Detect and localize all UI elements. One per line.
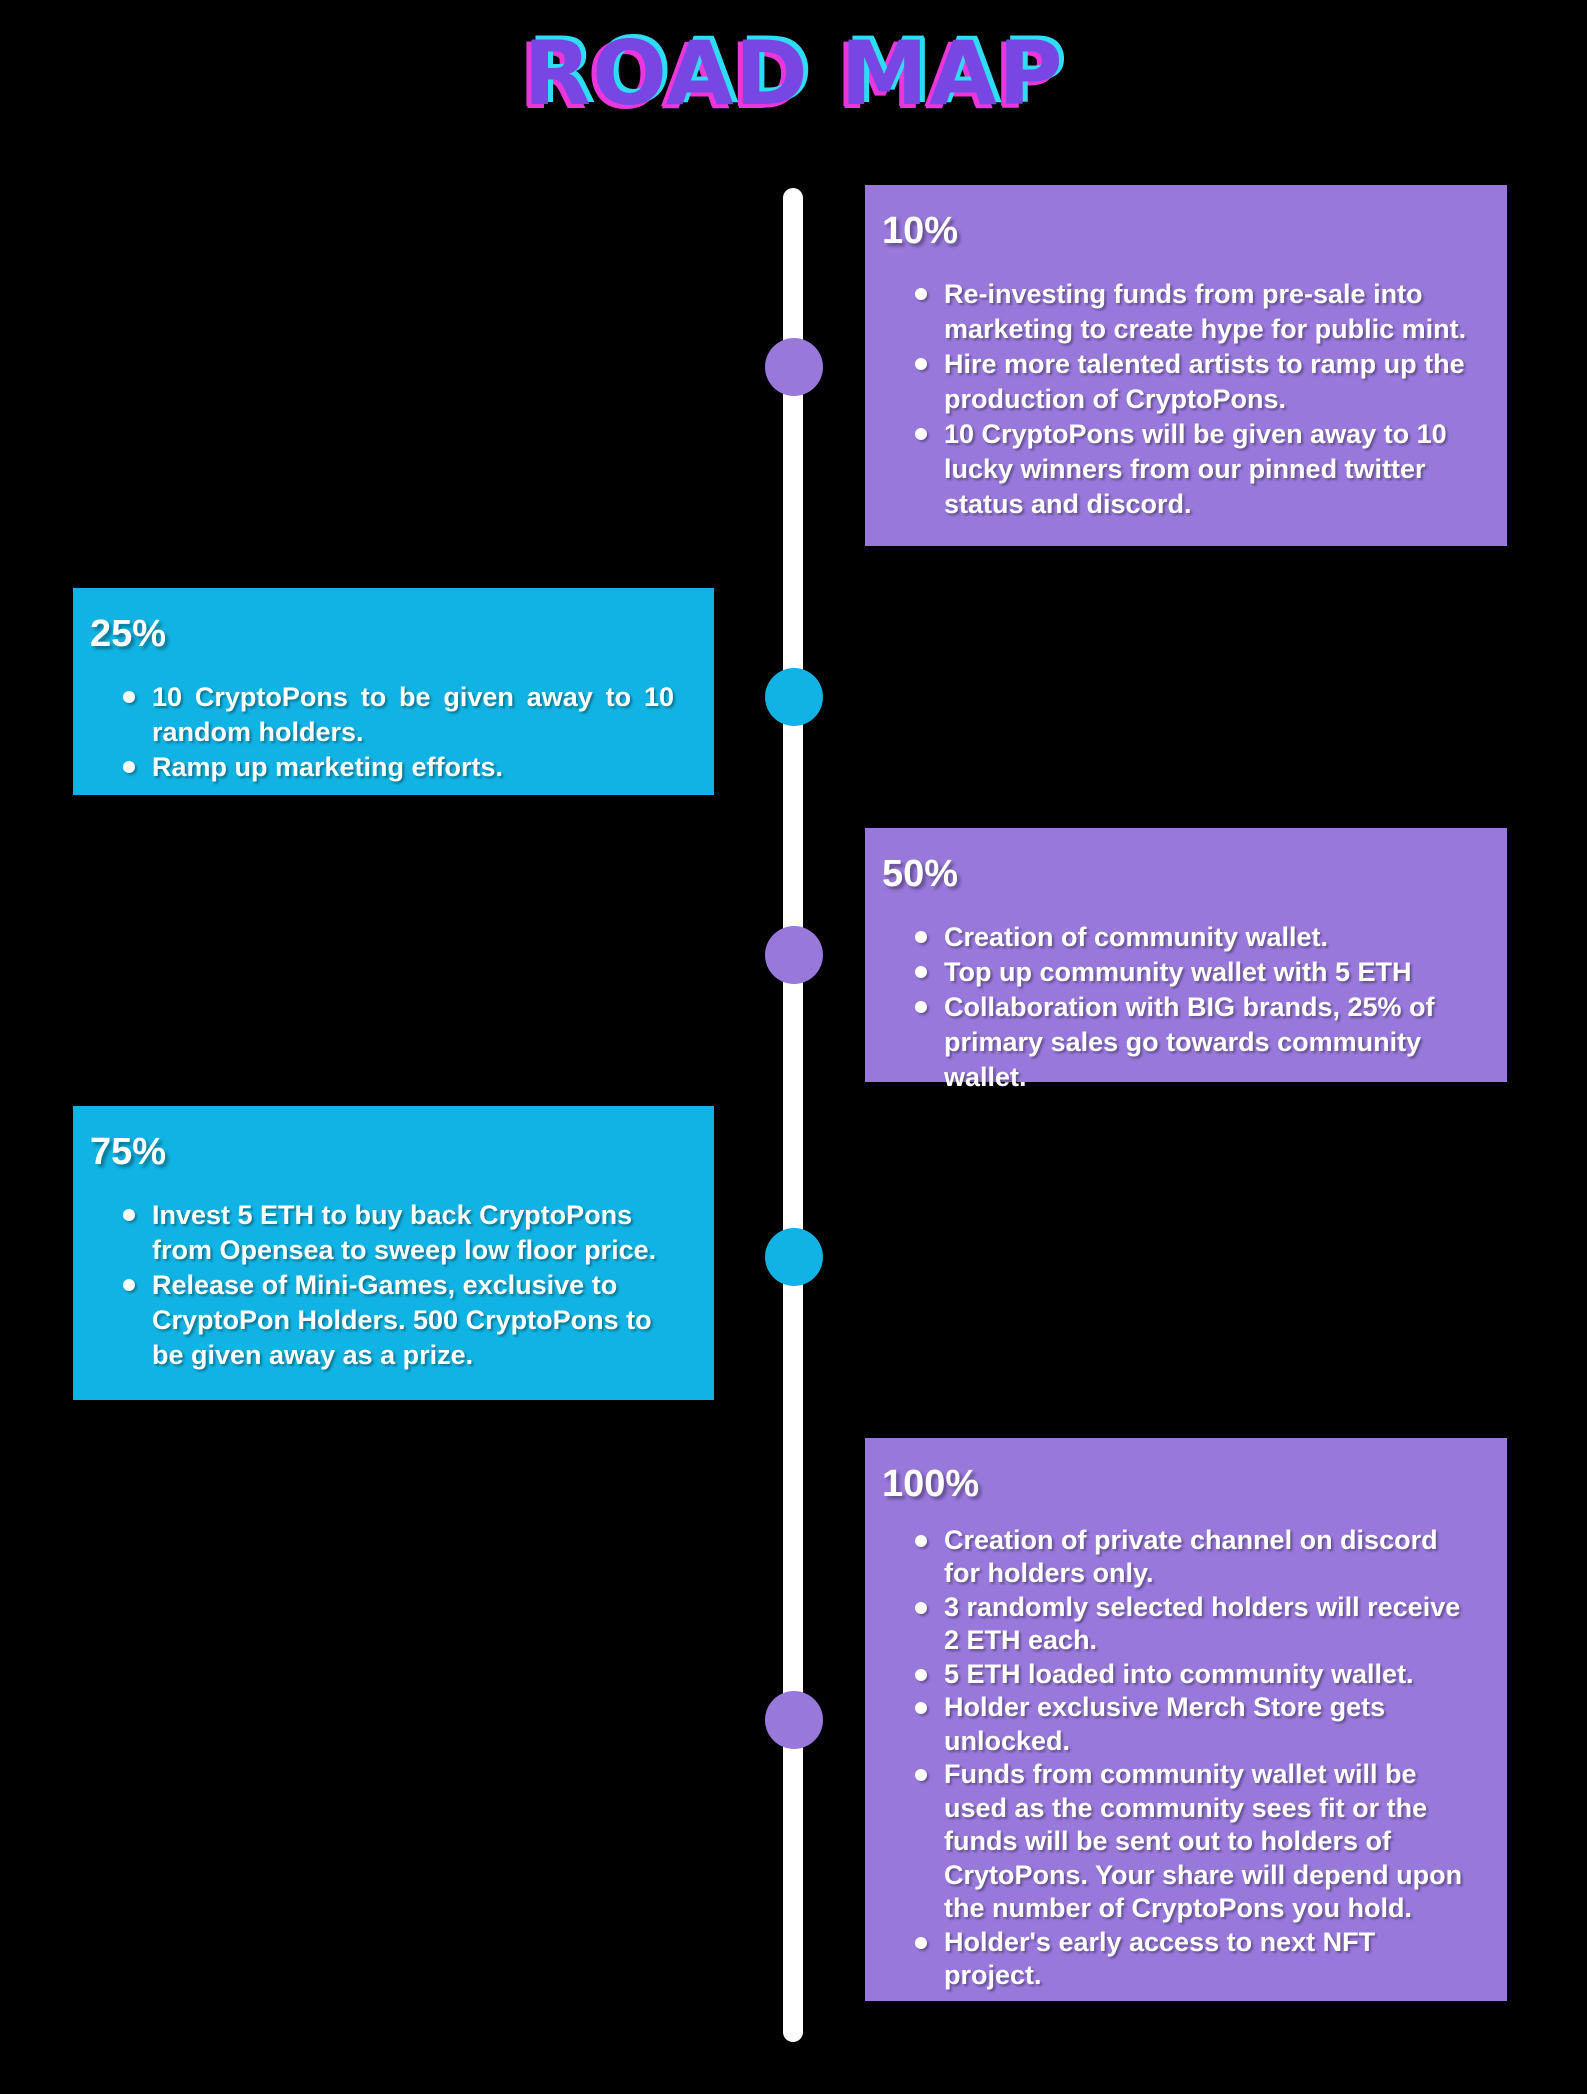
milestone-item: Funds from community wallet will be used…	[910, 1758, 1467, 1926]
milestone-item-text: Collaboration with BIG brands, 25% of pr…	[944, 991, 1435, 1092]
milestone-box-25: 25% 10 CryptoPons to be given away to 10…	[73, 588, 714, 795]
bullet-dot-icon	[915, 965, 927, 978]
milestone-box-75: 75% Invest 5 ETH to buy back CryptoPons …	[73, 1106, 714, 1400]
milestone-item: 10 CryptoPons will be given away to 10 l…	[910, 417, 1467, 522]
milestone-percent: 10%	[882, 210, 959, 252]
milestone-item: Holder exclusive Merch Store gets unlock…	[910, 1691, 1467, 1758]
milestone-item-text: Top up community wallet with 5 ETH	[944, 956, 1412, 987]
timeline-bar	[783, 188, 803, 2042]
milestone-item: 5 ETH loaded into community wallet.	[910, 1658, 1467, 1692]
milestone-percent: 100%	[882, 1463, 980, 1505]
bullet-dot-icon	[915, 1769, 927, 1782]
milestone-box-10: 10% Re-investing funds from pre-sale int…	[865, 185, 1507, 546]
milestone-item: Hire more talented artists to ramp up th…	[910, 347, 1467, 417]
milestone-item: Ramp up marketing efforts.	[118, 750, 674, 785]
timeline-dot-75	[765, 1228, 823, 1286]
milestone-item: 10 CryptoPons to be given away to 10 ran…	[118, 680, 674, 750]
milestone-item: Creation of private channel on discord f…	[910, 1524, 1467, 1591]
milestone-item-text: 5 ETH loaded into community wallet.	[944, 1658, 1414, 1689]
milestone-item: Re-investing funds from pre-sale into ma…	[910, 277, 1467, 347]
timeline-dot-25	[765, 668, 823, 726]
bullet-dot-icon	[123, 760, 135, 773]
milestone-item-text: Release of Mini-Games, exclusive to Cryp…	[152, 1269, 652, 1370]
timeline-dot-10	[765, 338, 823, 396]
milestone-item: Invest 5 ETH to buy back CryptoPons from…	[118, 1198, 674, 1268]
milestone-items: Invest 5 ETH to buy back CryptoPons from…	[90, 1198, 674, 1373]
milestone-item-text: Creation of community wallet.	[944, 921, 1329, 952]
milestone-item-text: Re-investing funds from pre-sale into ma…	[944, 278, 1467, 344]
milestone-item: Release of Mini-Games, exclusive to Cryp…	[118, 1268, 674, 1373]
milestone-item: Creation of community wallet.	[910, 920, 1467, 955]
bullet-dot-icon	[915, 1601, 927, 1614]
milestone-percent: 75%	[90, 1131, 167, 1173]
bullet-dot-icon	[915, 1668, 927, 1681]
bullet-dot-icon	[915, 1534, 927, 1547]
milestone-item: Holder's early access to next NFT projec…	[910, 1926, 1467, 1993]
timeline-dot-100	[765, 1691, 823, 1749]
milestone-box-50: 50% Creation of community wallet. Top up …	[865, 828, 1507, 1092]
bullet-dot-icon	[915, 1936, 927, 1949]
timeline-dot-50	[765, 926, 823, 984]
bullet-dot-icon	[915, 357, 927, 370]
milestone-percent: 25%	[90, 613, 167, 655]
milestone-item: 3 randomly selected holders will receive…	[910, 1591, 1467, 1658]
milestone-box-100: 100% Creation of private channel on disc…	[865, 1438, 1507, 2001]
milestone-items: 10 CryptoPons to be given away to 10 ran…	[90, 680, 674, 785]
milestone-item-text: Holder's early access to next NFT projec…	[944, 1926, 1376, 1991]
milestone-item-text: 10 CryptoPons will be given away to 10 l…	[944, 418, 1447, 519]
milestone-items: Re-investing funds from pre-sale into ma…	[882, 277, 1467, 522]
bullet-dot-icon	[123, 1208, 135, 1221]
milestone-item-text: Hire more talented artists to ramp up th…	[944, 348, 1465, 414]
milestone-item-text: Funds from community wallet will be used…	[944, 1759, 1463, 1924]
milestone-item-text: Ramp up marketing efforts.	[152, 751, 504, 782]
milestone-item-text: Invest 5 ETH to buy back CryptoPons from…	[152, 1199, 657, 1265]
page-title: ROAD MAP	[523, 22, 1064, 125]
bullet-dot-icon	[915, 427, 927, 440]
milestone-items: Creation of private channel on discord f…	[882, 1524, 1467, 1993]
bullet-dot-icon	[915, 1000, 927, 1013]
milestone-item-text: 10 CryptoPons to be given away to 10 ran…	[152, 681, 674, 747]
bullet-dot-icon	[123, 690, 135, 703]
milestone-item: Top up community wallet with 5 ETH	[910, 955, 1467, 990]
milestone-item-text: Creation of private channel on discord f…	[944, 1524, 1438, 1589]
bullet-dot-icon	[915, 287, 927, 300]
bullet-dot-icon	[915, 930, 927, 943]
bullet-dot-icon	[915, 1702, 927, 1715]
bullet-dot-icon	[123, 1278, 135, 1291]
milestone-item-text: 3 randomly selected holders will receive…	[944, 1591, 1461, 1656]
milestone-items: Creation of community wallet. Top up comm…	[882, 920, 1467, 1095]
milestone-percent: 50%	[882, 853, 959, 895]
milestone-item-text: Holder exclusive Merch Store gets unlock…	[944, 1692, 1386, 1756]
milestone-item: Collaboration with BIG brands, 25% of pr…	[910, 990, 1467, 1095]
